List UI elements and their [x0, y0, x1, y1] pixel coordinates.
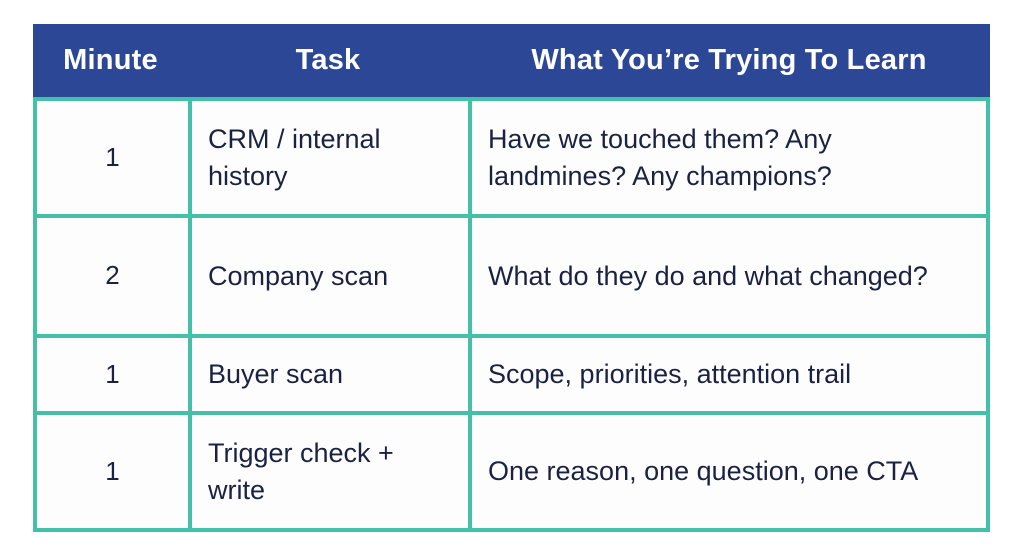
table-body: 1 CRM / internal history Have we touched…	[33, 97, 990, 532]
cell-row4-learn: One reason, one question, one CTA	[472, 415, 986, 528]
cell-row3-task: Buyer scan	[192, 338, 468, 411]
cell-row2-learn: What do they do and what changed?	[472, 218, 986, 334]
header-cell-learn: What You’re Trying To Learn	[531, 44, 927, 76]
header-cell-task: Task	[295, 44, 361, 76]
cell-row4-task: Trigger check + write	[192, 415, 468, 528]
cell-row1-learn: Have we touched them? Any landmines? Any…	[472, 101, 986, 214]
cell-row1-task: CRM / internal history	[192, 101, 468, 214]
table-header-row: Minute Task What You’re Trying To Learn	[33, 24, 990, 97]
cell-row2-task: Company scan	[192, 218, 468, 334]
cell-row1-minute: 1	[37, 101, 188, 214]
cell-row4-minute: 1	[37, 415, 188, 528]
cell-row3-learn: Scope, priorities, attention trail	[472, 338, 986, 411]
cell-row3-minute: 1	[37, 338, 188, 411]
cell-row2-minute: 2	[37, 218, 188, 334]
research-minutes-table: Minute Task What You’re Trying To Learn …	[33, 24, 990, 532]
header-cell-minute: Minute	[63, 44, 158, 76]
